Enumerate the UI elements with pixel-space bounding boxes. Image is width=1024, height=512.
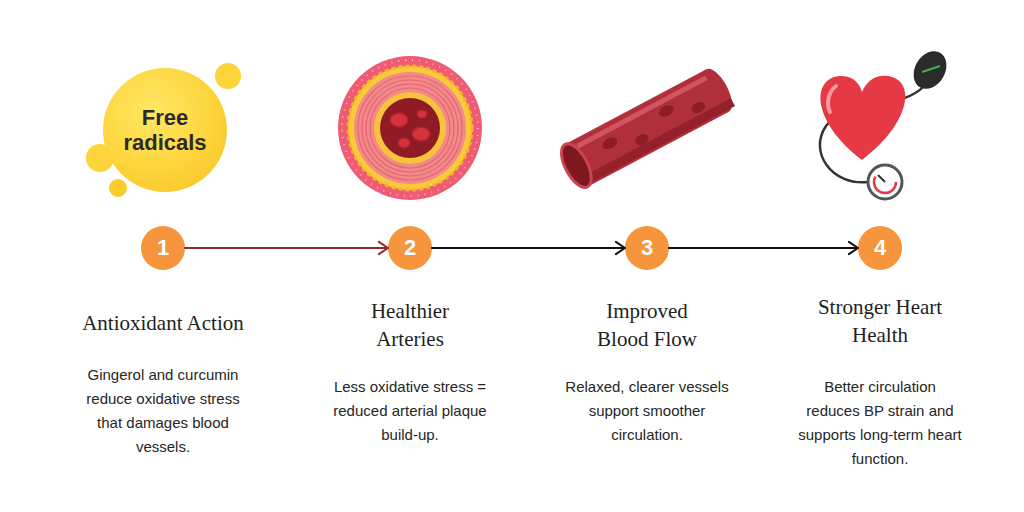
step-description: Gingerol and curcumin reduce oxidative s… xyxy=(73,363,253,459)
callout-number: 3 xyxy=(641,236,653,260)
bp-gauge xyxy=(868,165,902,199)
bp-bulb xyxy=(907,45,953,95)
bp-bulb-line xyxy=(922,66,940,72)
red-blood-cell xyxy=(398,138,410,148)
blood-vessel xyxy=(555,65,737,192)
artery-plaque-band xyxy=(348,66,472,190)
vessel-cell xyxy=(657,103,676,119)
step-circle: 3Improved Blood FlowRelaxed, clearer ves… xyxy=(625,226,669,270)
step-circle: 2Healthier ArteriesLess oxidative stress… xyxy=(388,226,432,270)
vessel-cell xyxy=(690,100,707,115)
vessel-opening xyxy=(555,139,597,192)
bp-gauge-needle xyxy=(878,175,885,182)
callout-number: 4 xyxy=(874,236,886,260)
bp-gauge-scale xyxy=(874,171,896,193)
artery-wall-dots xyxy=(342,60,478,196)
artery-stripe xyxy=(362,80,458,176)
artery-outer-wall xyxy=(338,56,482,200)
step-title: Stronger Heart Health xyxy=(800,293,960,349)
artery-stripe xyxy=(370,88,450,168)
step-title: Antioxidant Action xyxy=(63,309,263,337)
artery-stripe xyxy=(358,76,462,180)
step-title: Improved Blood Flow xyxy=(582,297,712,353)
red-blood-cell xyxy=(412,127,430,141)
artery-stripe xyxy=(366,84,454,172)
red-blood-cell xyxy=(417,110,427,118)
step-title: Healthier Arteries xyxy=(345,297,475,353)
step-description: Less oxidative stress = reduced arterial… xyxy=(320,375,500,447)
artery-muscle-layer xyxy=(354,72,466,184)
vessel-highlight xyxy=(576,76,707,149)
radical-bubble xyxy=(109,179,127,197)
vessel-cell xyxy=(600,135,619,151)
step-circle: 1Antioxidant ActionGingerol and curcumin… xyxy=(141,226,185,270)
step-description: Better circulation reduces BP strain and… xyxy=(798,375,963,471)
red-blood-cell xyxy=(390,113,408,127)
step-description: Relaxed, clearer vessels support smoothe… xyxy=(557,375,737,447)
step-circle: 4Stronger Heart HealthBetter circulation… xyxy=(858,226,902,270)
callout-number: 1 xyxy=(157,236,169,260)
callout-number: 2 xyxy=(404,236,416,260)
vessel-cell xyxy=(633,132,650,147)
artery-inner-ring xyxy=(374,92,446,164)
heart-shape xyxy=(821,76,906,160)
artery-lumen xyxy=(380,98,440,158)
free-radical-circle: Free radicals xyxy=(103,68,227,192)
radical-bubble xyxy=(215,63,241,89)
vessel-shade xyxy=(584,98,735,184)
heart-highlight xyxy=(828,86,836,112)
flow-arrow xyxy=(432,242,625,254)
flow-arrow xyxy=(669,242,858,254)
flow-arrow xyxy=(185,242,388,254)
radical-label: Free radicals xyxy=(115,105,215,155)
